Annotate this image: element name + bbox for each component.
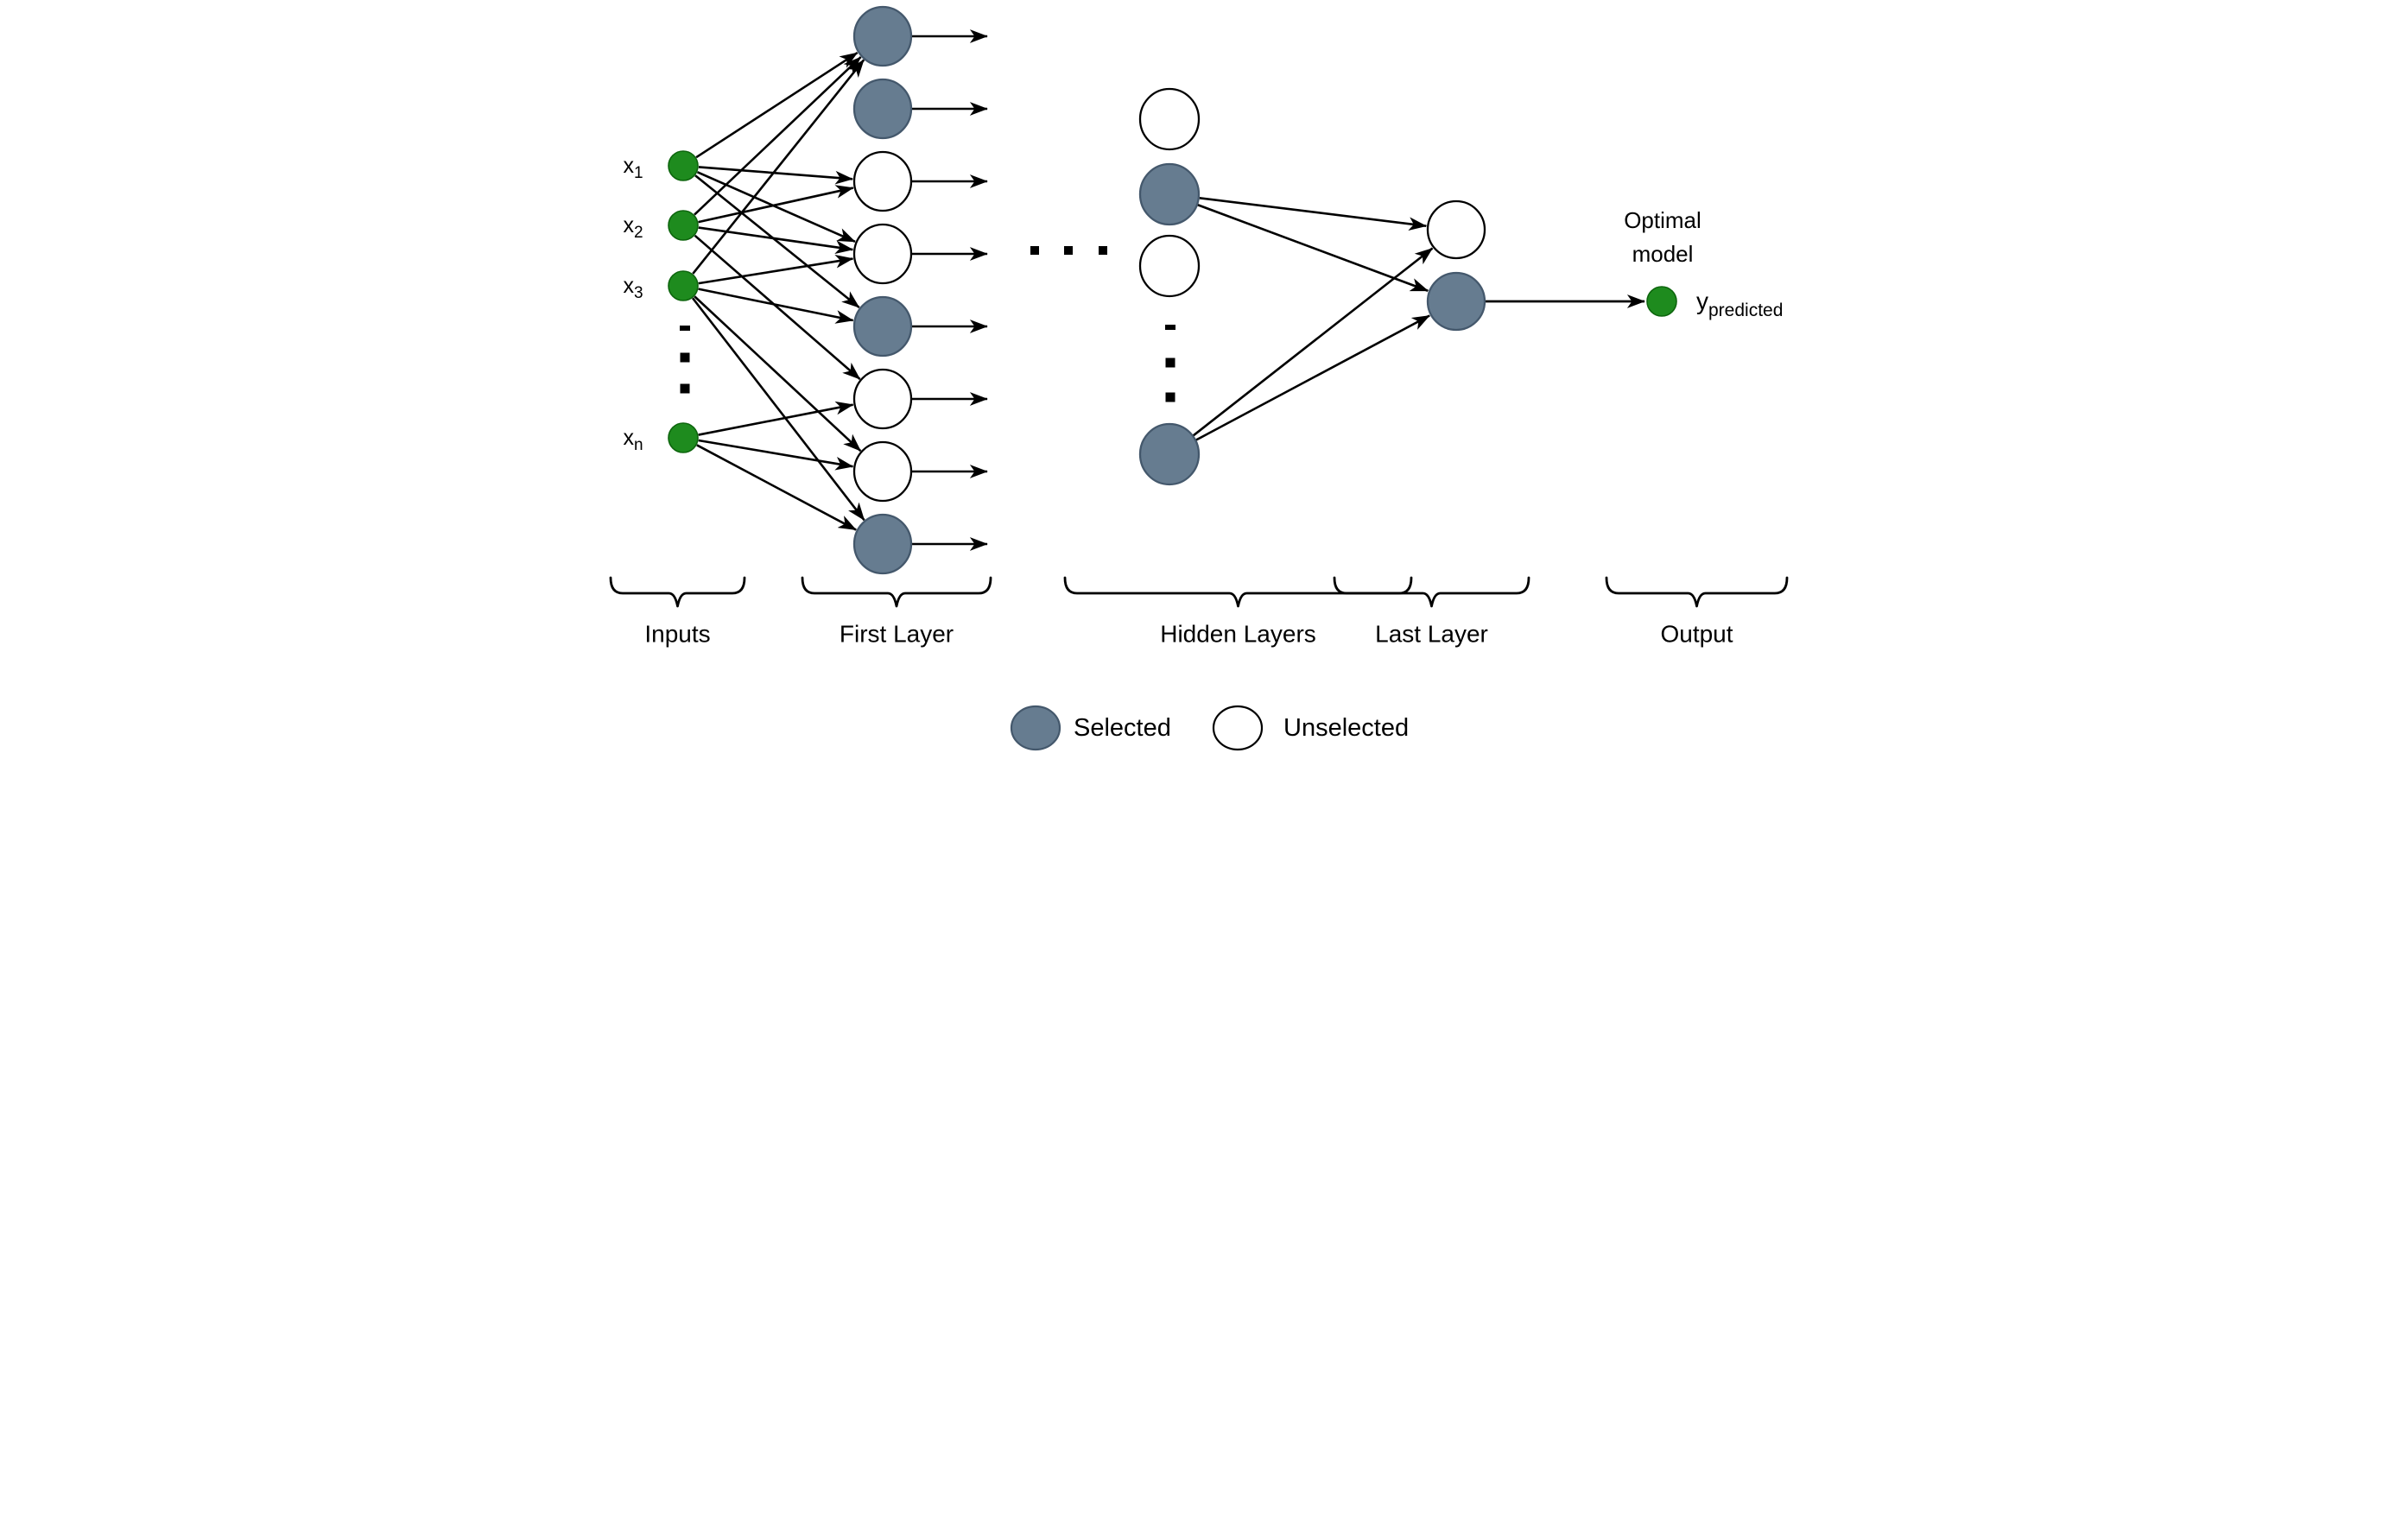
edge-input-x3-to-first-7	[694, 295, 862, 452]
first-layer-node-6-unselected	[852, 368, 913, 430]
input-node-x2	[668, 210, 699, 241]
edges-group	[691, 29, 1645, 551]
first-layer-node-7-unselected	[852, 440, 913, 503]
mid-ellipsis-dot-1	[1030, 246, 1039, 255]
last-layer-node-1-unselected	[1426, 199, 1486, 260]
edge-input-x2-to-first-6	[694, 234, 861, 381]
edge-hidden-2-to-last-1	[1199, 196, 1428, 231]
edge-input-x3-to-first-8	[691, 297, 865, 522]
brace-output	[1605, 576, 1789, 608]
nodes-group	[668, 5, 1677, 575]
section-label-inputs: Inputs	[644, 620, 710, 647]
input-node-x1	[668, 150, 699, 181]
first-layer-node-1-selected	[852, 5, 913, 67]
hidden-layer-node-2-selected	[1138, 162, 1201, 226]
hidden-layer-node-4-selected	[1138, 422, 1201, 486]
edge-input-x3-to-first-4	[698, 254, 854, 285]
section-label-hidden-layers: Hidden Layers	[1160, 620, 1316, 647]
first-layer-node-4-unselected	[852, 223, 913, 285]
output-node	[1646, 286, 1677, 317]
section-label-first-layer: First Layer	[840, 620, 954, 647]
edge-input-x3-to-first-5	[698, 288, 854, 324]
edge-input-x1-to-first-1	[695, 51, 859, 159]
edge-input-xn-to-first-8	[696, 444, 857, 531]
last-layer-node-2-selected	[1426, 271, 1486, 332]
hidden-ellipsis-dot-1	[1165, 358, 1175, 368]
hidden-layer-node-3-unselected	[1138, 234, 1201, 298]
mid-ellipsis-dot-2	[1064, 246, 1073, 255]
edge-input-x2-to-first-4	[698, 226, 854, 255]
edge-input-x3-to-first-1	[692, 59, 865, 275]
brace-last-layer	[1333, 576, 1530, 608]
hidden-layer-node-1-unselected	[1138, 87, 1201, 151]
optimal-model-caption-line-2: model	[1632, 241, 1694, 267]
edge-hidden-4-to-last-1	[1192, 247, 1434, 437]
first-layer-node-5-selected	[852, 295, 913, 358]
hidden-ellipsis-dash	[1165, 325, 1175, 330]
legend-label-unselected: Unselected	[1283, 714, 1409, 742]
input-label-xn: xn	[623, 426, 643, 454]
edge-hidden-2-to-last-2	[1197, 204, 1429, 292]
input-label-x3: x3	[623, 274, 643, 302]
input-node-x3	[668, 270, 699, 301]
input-ellipsis-dash	[680, 326, 690, 331]
edge-input-x2-to-first-3	[698, 185, 854, 224]
input-node-xn	[668, 422, 699, 453]
section-label-last-layer: Last Layer	[1375, 620, 1488, 647]
edge-input-x2-to-first-1	[694, 56, 862, 216]
legend-swatch-unselected	[1212, 705, 1264, 751]
input-label-x1: x1	[623, 154, 643, 182]
edge-hidden-4-to-last-2	[1195, 314, 1430, 441]
hidden-ellipsis-dot-2	[1165, 392, 1175, 402]
legend-label-selected: Selected	[1074, 714, 1171, 742]
brace-first-layer	[801, 576, 992, 608]
brace-inputs	[609, 576, 746, 608]
edge-input-x1-to-first-4	[696, 171, 856, 244]
edge-input-xn-to-first-6	[698, 401, 854, 436]
edge-input-x1-to-first-5	[694, 174, 860, 309]
legend-swatch-selected	[1010, 705, 1061, 751]
brace-hidden-layers	[1063, 576, 1413, 608]
input-ellipsis-dot-1	[680, 352, 690, 363]
section-label-output: Output	[1660, 620, 1733, 647]
first-layer-node-2-selected	[852, 78, 913, 140]
first-layer-node-8-selected	[852, 513, 913, 575]
input-label-x2: x2	[623, 213, 643, 242]
input-ellipsis-dot-2	[680, 383, 690, 394]
optimal-model-caption-line-1: Optimal	[1624, 207, 1701, 233]
edge-input-xn-to-first-7	[698, 439, 854, 471]
mid-ellipsis-dot-3	[1099, 246, 1107, 255]
first-layer-node-3-unselected	[852, 150, 913, 212]
edge-input-x1-to-first-3	[698, 166, 853, 185]
y-predicted-label: ypredicted	[1696, 288, 1783, 320]
